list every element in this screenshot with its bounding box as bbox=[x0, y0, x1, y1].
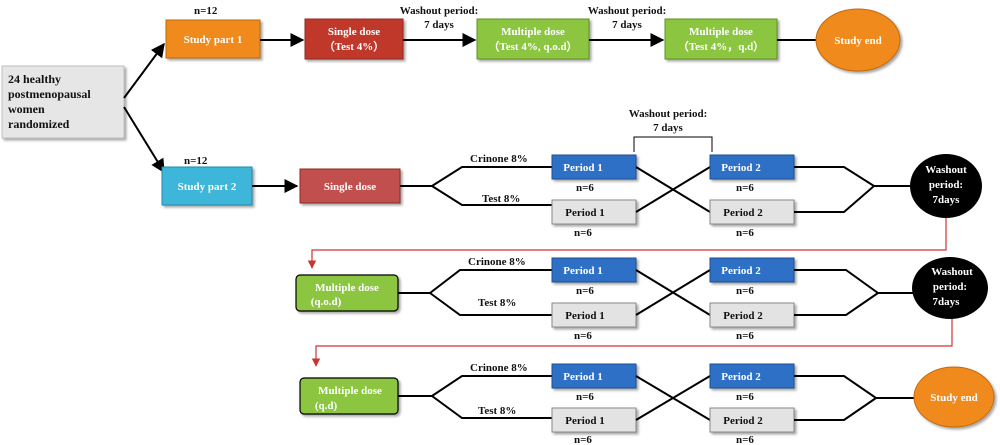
part1-multi2-line1: Multiple dose bbox=[689, 26, 753, 38]
row1-p2-top-n: n=6 bbox=[736, 182, 754, 194]
row3-p1-top-label: Period 1 bbox=[563, 371, 602, 383]
start-line-2: postmenopausal bbox=[8, 87, 91, 101]
row1-p1-top-label: Period 1 bbox=[563, 162, 602, 174]
row2-p2-top-n: n=6 bbox=[736, 285, 754, 297]
row3-p2-bot-box bbox=[709, 407, 795, 433]
study-part1-label: Study part 1 bbox=[184, 34, 243, 46]
part2-washout-bracket bbox=[633, 136, 713, 152]
start-line-4: randomized bbox=[8, 117, 70, 131]
row2-p2-bot-n: n=6 bbox=[736, 330, 754, 342]
crossover-row-1: Single dose Crinone 8% Test 8% Period 1 … bbox=[299, 153, 982, 239]
row3-branch-lines bbox=[398, 375, 552, 419]
red-connector-1 bbox=[307, 218, 947, 269]
row2-branch-lines bbox=[398, 269, 552, 316]
crossover-row-3: Multiple dose (q.d) Crinone 8% Test 8% P… bbox=[299, 362, 995, 445]
row2-p1-top-n: n=6 bbox=[576, 285, 594, 297]
row3-dose-line2: (q.d) bbox=[315, 400, 338, 412]
row2-p2-top-label: Period 2 bbox=[721, 265, 761, 277]
part1-multi1-box bbox=[476, 18, 590, 60]
study-part2-label: Study part 2 bbox=[178, 181, 237, 193]
start-box bbox=[1, 65, 125, 139]
row2-crinone-label: Crinone 8% bbox=[468, 256, 526, 268]
row3-p1-bot-n: n=6 bbox=[574, 434, 592, 445]
part1-multi2-line2: （Test 4%，q.d） bbox=[678, 40, 764, 53]
part1-multi1-line2: （Test 4%, q.o.d） bbox=[488, 40, 577, 53]
row1-p1-bot-n: n=6 bbox=[574, 227, 592, 239]
part1-n-label: n=12 bbox=[194, 5, 218, 17]
arrow-to-part2 bbox=[123, 106, 165, 174]
row1-p2-top-box bbox=[709, 154, 795, 180]
row3-p2-bot-n: n=6 bbox=[736, 434, 754, 445]
row3-crinone-label: Crinone 8% bbox=[470, 362, 528, 374]
row2-dose-line2: (q.o.d) bbox=[311, 296, 342, 308]
study-part2-box bbox=[161, 166, 253, 206]
row1-cross-lines bbox=[635, 166, 711, 213]
row2-p1-top-label: Period 1 bbox=[563, 265, 602, 277]
row2-p1-top-box bbox=[551, 257, 637, 283]
row1-crinone-label: Crinone 8% bbox=[470, 153, 528, 165]
part1-multi1-line1: Multiple dose bbox=[501, 26, 565, 38]
part1-single-dose-box bbox=[304, 18, 404, 60]
row3-p1-top-box bbox=[551, 363, 637, 389]
start-line-3: women bbox=[8, 102, 45, 116]
row1-p2-top-label: Period 2 bbox=[721, 162, 761, 174]
row3-p2-top-label: Period 2 bbox=[721, 371, 761, 383]
row3-test-label: Test 8% bbox=[478, 405, 516, 417]
arrow-to-part1 bbox=[123, 42, 165, 99]
row2-end-line3: 7days bbox=[933, 296, 961, 308]
row1-branch-lines bbox=[400, 166, 552, 206]
start-line-1: 24 healthy bbox=[8, 72, 61, 86]
row2-p1-bot-n: n=6 bbox=[574, 330, 592, 342]
row1-end-line1: Washout bbox=[925, 164, 967, 176]
row1-p1-bot-label: Period 1 bbox=[565, 207, 604, 219]
row2-end-line2: period: bbox=[933, 281, 967, 293]
part1-washout2-line1: Washout period: bbox=[588, 5, 667, 17]
row2-end-line1: Washout bbox=[931, 266, 973, 278]
row2-merge-lines bbox=[794, 269, 914, 316]
row1-p2-bot-box bbox=[709, 199, 795, 225]
part2-washout-top-line2: 7 days bbox=[653, 122, 683, 134]
part1-washout1-line2: 7 days bbox=[424, 19, 454, 31]
row1-dose-line1: Single dose bbox=[324, 181, 376, 193]
row3-p2-bot-label: Period 2 bbox=[723, 415, 763, 427]
row2-washout-oval bbox=[912, 257, 988, 319]
part1-multi2-box bbox=[664, 18, 778, 60]
row1-end-line2: period: bbox=[929, 179, 963, 191]
row1-test-label: Test 8% bbox=[482, 193, 520, 205]
row2-p1-bot-label: Period 1 bbox=[565, 310, 604, 322]
row1-p2-bot-label: Period 2 bbox=[723, 207, 763, 219]
row3-study-end-oval bbox=[913, 366, 995, 428]
row3-p1-top-n: n=6 bbox=[576, 391, 594, 403]
row2-p2-bot-label: Period 2 bbox=[723, 310, 763, 322]
row3-merge-lines bbox=[794, 375, 914, 421]
row1-p2-bot-n: n=6 bbox=[736, 227, 754, 239]
part1-study-end-oval bbox=[815, 8, 901, 72]
part1-single-dose-line1: Single dose bbox=[328, 26, 380, 38]
row2-test-label: Test 8% bbox=[478, 297, 516, 309]
row3-p1-bot-label: Period 1 bbox=[565, 415, 604, 427]
row3-dose-line1: Multiple dose bbox=[318, 385, 382, 397]
row1-p1-top-n: n=6 bbox=[576, 182, 594, 194]
row2-dose-line1: Multiple dose bbox=[315, 282, 379, 294]
row3-cross-lines bbox=[635, 375, 711, 421]
crossover-row-2: Multiple dose (q.o.d) Crinone 8% Test 8%… bbox=[295, 256, 988, 342]
part1-single-dose-line2: （Test 4%） bbox=[324, 40, 384, 53]
part1-washout1-line1: Washout period: bbox=[400, 5, 479, 17]
row3-end-line1: Study end bbox=[930, 392, 977, 404]
part1-washout2-line2: 7 days bbox=[612, 19, 642, 31]
part2-washout-top-line1: Washout period: bbox=[629, 108, 708, 120]
red-connector-2 bbox=[311, 319, 953, 367]
row1-end-line3: 7days bbox=[933, 194, 961, 206]
row3-p2-top-n: n=6 bbox=[736, 391, 754, 403]
row1-washout-oval bbox=[910, 154, 982, 218]
row1-p1-bot-box bbox=[551, 199, 637, 225]
row1-merge-lines bbox=[794, 166, 910, 213]
row2-p2-top-box bbox=[709, 257, 795, 283]
part1-study-end-label: Study end bbox=[834, 35, 881, 47]
part2-n-label: n=12 bbox=[184, 155, 208, 167]
row2-cross-lines bbox=[635, 269, 711, 316]
study-part1-box bbox=[165, 19, 261, 59]
